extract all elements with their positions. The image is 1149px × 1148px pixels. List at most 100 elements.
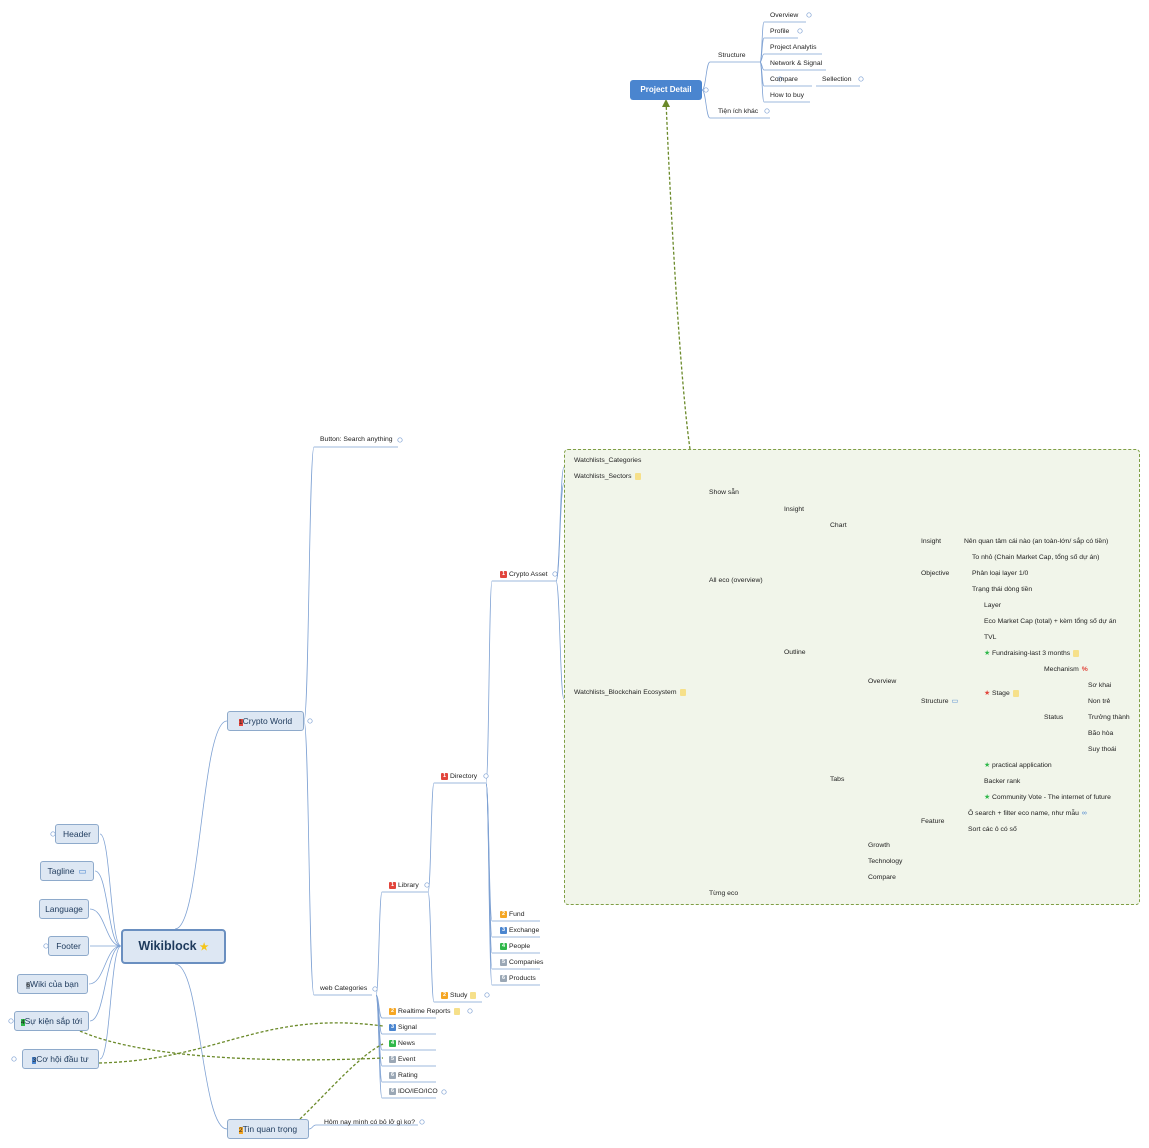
profile-topic[interactable]: Profile — [770, 28, 790, 35]
collapse-toggle — [484, 992, 490, 998]
feature-1[interactable]: Ô search + filter eco name, như mẫu∞ — [968, 810, 1087, 817]
objective-2[interactable]: Phân loại layer 1/0 — [972, 570, 1029, 577]
growth-topic[interactable]: Growth — [868, 842, 890, 849]
structure-topic[interactable]: Structure — [718, 52, 746, 59]
relation-ecosystem-to-project-detail — [665, 99, 691, 450]
status-suy-thoai[interactable]: Suy thoái — [1088, 746, 1117, 753]
outline-topic[interactable]: Outline — [784, 649, 806, 656]
root-to-left — [89, 945, 122, 1022]
ov-insight-topic[interactable]: Insight — [921, 538, 942, 545]
root-to-crypto-world — [174, 720, 228, 930]
connector-line — [375, 891, 383, 996]
tvl-topic[interactable]: TVL — [984, 634, 997, 641]
status-so-khai[interactable]: Sơ khai — [1088, 682, 1112, 689]
crypto-world-node[interactable]: 1Crypto World — [227, 711, 304, 731]
community-topic[interactable]: ★ Community Vote - The internet of futur… — [984, 794, 1111, 801]
header-node[interactable]: Header — [55, 824, 99, 844]
connector-line — [555, 482, 565, 582]
all-eco-topic[interactable]: All eco (overview) — [709, 577, 763, 584]
status-bao-hoa[interactable]: Bão hòa — [1088, 730, 1114, 737]
watchlists-categories-topic[interactable]: Watchlists_Categories — [574, 457, 642, 464]
fundraising-topic[interactable]: ★ Fundraising-last 3 months — [984, 649, 1080, 658]
note-icon — [634, 472, 641, 480]
stage-topic[interactable]: ★ Stage — [984, 689, 1019, 698]
tin-quan-trong-node[interactable]: 2Tin quan trọng — [227, 1119, 309, 1139]
compare-topic[interactable]: Compare — [770, 76, 798, 83]
collapse-toggle — [467, 1008, 473, 1014]
watchlists-ecosystem-topic[interactable]: Watchlists_Blockchain Ecosystem — [574, 688, 686, 697]
insight-topic[interactable]: Insight — [784, 506, 805, 513]
collapse-toggle — [11, 1056, 17, 1062]
mechanism-topic[interactable]: Mechanism% — [1044, 666, 1088, 673]
network-topic[interactable]: Network & Signal — [770, 60, 823, 67]
search-anything-topic[interactable]: Button: Search anything — [320, 436, 393, 443]
structure-topic-eco[interactable]: Structure▭ — [921, 698, 958, 705]
collapse-toggle — [8, 1018, 14, 1024]
how-to-buy-topic[interactable]: How to buy — [770, 92, 805, 99]
practical-topic[interactable]: ★ practical application — [984, 762, 1052, 769]
web-categories-topic[interactable]: web Categories — [320, 985, 368, 992]
watchlists-sectors-topic[interactable]: Watchlists_Sectors — [574, 472, 641, 481]
tabs-compare-topic[interactable]: Compare — [868, 874, 896, 881]
tung-eco-topic[interactable]: Từng eco — [709, 890, 739, 897]
footer-node[interactable]: Footer — [48, 936, 89, 956]
tabs-topic[interactable]: Tabs — [830, 776, 845, 783]
chart-topic[interactable]: Chart — [830, 522, 847, 529]
backer-topic[interactable]: Backer rank — [984, 778, 1021, 785]
status-truong-thanh[interactable]: Trưởng thành — [1088, 714, 1130, 721]
su-kien-node[interactable]: 4Sự kiện sắp tới — [14, 1011, 89, 1031]
eco-mc-topic[interactable]: Eco Market Cap (total) + kèm tổng số dự … — [984, 618, 1117, 625]
status-topic[interactable]: Status — [1044, 714, 1064, 721]
project-detail-node[interactable]: Project Detail — [630, 80, 702, 100]
objective-topic[interactable]: Objective — [921, 570, 950, 577]
collapse-toggle — [777, 76, 783, 82]
collapse-toggle — [441, 1089, 447, 1095]
feature-2[interactable]: Sort các ô có số — [968, 826, 1017, 833]
relation-tin-to-news — [299, 1043, 384, 1120]
root-to-left — [88, 945, 122, 985]
relation-su-kien-to-event — [79, 1030, 384, 1061]
language-node[interactable]: Language — [39, 899, 89, 919]
arrow-head — [662, 99, 670, 107]
root-node-wikiblock[interactable]: Wikiblock★ — [121, 929, 226, 964]
percent-icon: % — [1081, 666, 1088, 673]
root-to-tin-quan-trong — [174, 963, 228, 1130]
hom-nay-topic[interactable]: Hôm nay mình có bỏ lỡ gì ko? — [324, 1119, 415, 1126]
overview-topic[interactable]: Overview — [770, 12, 799, 19]
wiki-cua-ban-node[interactable]: 6Wiki của bạn — [17, 974, 88, 994]
layer-topic[interactable]: Layer — [984, 602, 1002, 609]
tien-ich-topic[interactable]: Tiện ích khác — [718, 108, 759, 115]
star-icon: ★ — [984, 690, 991, 697]
feature-topic[interactable]: Feature — [921, 818, 945, 825]
co-hoi-node[interactable]: 3Cơ hội đầu tư — [22, 1049, 99, 1069]
collapse-toggle — [424, 882, 430, 888]
objective-3[interactable]: Trạng thái dòng tiền — [972, 586, 1033, 593]
connector-line — [303, 720, 315, 996]
tagline-node[interactable]: Tagline▭ — [40, 861, 94, 881]
ov-insight-child[interactable]: Nên quan tâm cái nào (an toàn-lớn/ sắp c… — [964, 538, 1109, 545]
selection-topic[interactable]: Sellection — [822, 76, 852, 83]
status-non-tre[interactable]: Non trẻ — [1088, 698, 1111, 705]
tabs-overview-topic[interactable]: Overview — [868, 678, 897, 685]
objective-1[interactable]: To nhỏ (Chain Market Cap, tổng số dự án) — [972, 554, 1100, 561]
collapse-toggle — [806, 12, 812, 18]
show-san-topic[interactable]: Show sẵn — [709, 489, 739, 496]
technology-topic[interactable]: Technology — [868, 858, 903, 865]
relation-co-hoi-to-signal — [98, 1022, 384, 1064]
analytis-topic[interactable]: Project Analytis — [770, 44, 817, 51]
